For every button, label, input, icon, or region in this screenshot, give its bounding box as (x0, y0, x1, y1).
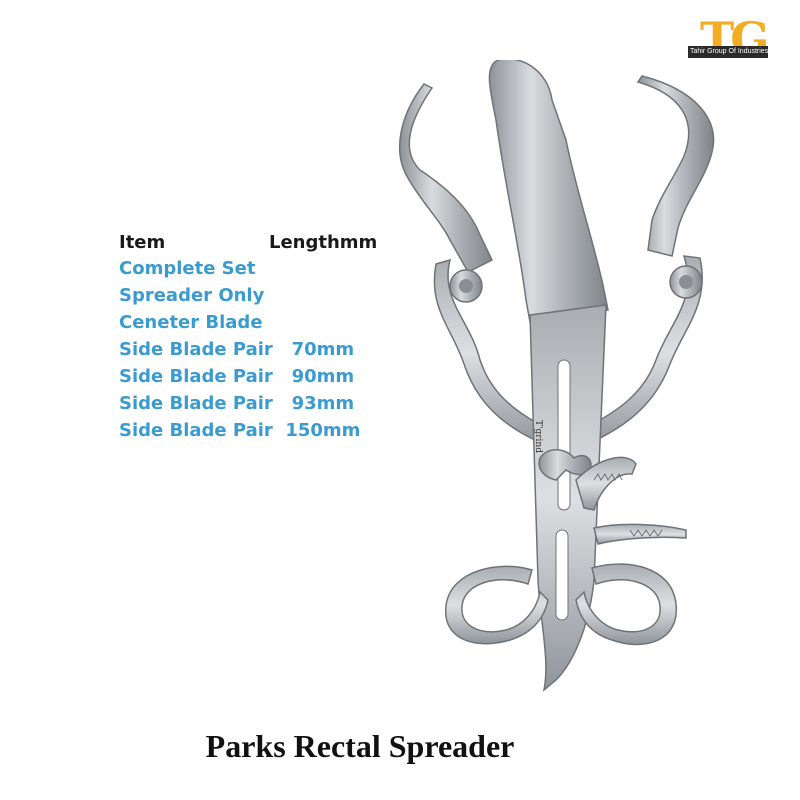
engraving: T'grind (533, 420, 543, 453)
right-side-blade (636, 75, 715, 257)
spec-table: Item Lengthmm Complete Set Spreader Only… (119, 232, 377, 447)
ratchet-lever (593, 523, 687, 545)
right-finger-ring (575, 563, 677, 646)
left-side-blade (398, 83, 493, 273)
spec-row: Side Blade Pair 150mm (119, 420, 361, 441)
brand-logo: TG Tahir Group Of Industries (686, 14, 770, 84)
spec-row: Side Blade Pair 70mm (119, 339, 355, 360)
spec-row: Complete Set (119, 258, 256, 279)
rectal-spreader-illustration: T'grind (398, 60, 715, 692)
left-finger-ring (445, 565, 549, 645)
spec-row: Spreader Only (119, 285, 265, 306)
product-title: Parks Rectal Spreader (205, 728, 515, 764)
header-length: Lengthmm (269, 232, 378, 253)
shaft-slot (557, 359, 571, 511)
spec-row: Side Blade Pair 93mm (119, 393, 355, 414)
logo-band (688, 46, 768, 58)
center-blade (488, 60, 609, 323)
spec-row: Ceneter Blade (119, 312, 263, 333)
header-item: Item (119, 232, 166, 253)
logo-tagline: Tahir Group Of Industries (690, 48, 769, 55)
spec-row: Side Blade Pair 90mm (119, 366, 355, 387)
spec-header: Item Lengthmm (119, 232, 377, 258)
ratchet-bar (575, 456, 637, 511)
